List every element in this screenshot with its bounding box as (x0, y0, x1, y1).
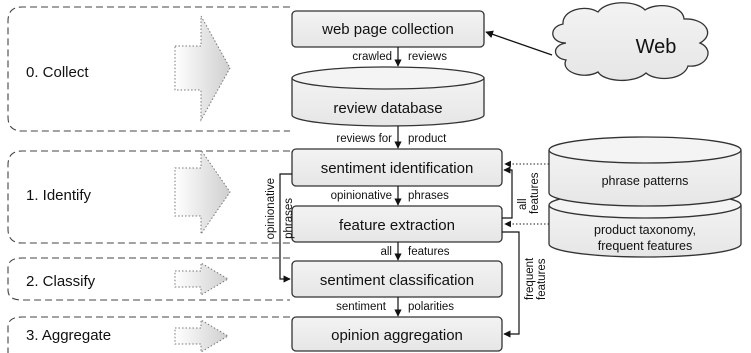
web-page-collection-box: web page collection (291, 10, 485, 48)
phrase-patterns-label: phrase patterns (602, 174, 689, 188)
opinion-aggregation-box: opinion aggregation (291, 316, 503, 352)
web-label: Web (636, 36, 677, 58)
stage-arrow-collect-icon (174, 14, 231, 122)
stage-arrow-aggregate-icon (174, 319, 229, 353)
frequent-features-arrow (502, 231, 520, 338)
web-page-collection-label: web page collection (321, 21, 454, 38)
feature-extraction-box: feature extraction (291, 205, 503, 243)
stage-label-identify: 1. Identify (26, 187, 92, 204)
phrase-patterns-cylinder: phrase patterns (548, 136, 742, 207)
flow-label-reviews-for: reviews for (336, 133, 392, 145)
side-label-frequent-features: features (536, 258, 548, 300)
flow-label-reviews: reviews (408, 51, 447, 63)
flow-label-product: product (408, 133, 447, 145)
stage-label-collect: 0. Collect (26, 64, 89, 81)
review-database-label: review database (333, 100, 442, 117)
side-label-frequent: frequent (524, 257, 536, 300)
stage-label-aggregate: 3. Aggregate (26, 327, 111, 344)
stage-aggregate-frame (7, 316, 290, 353)
side-label-phrases: phrases (283, 198, 295, 239)
opinionative-bypass-arrow (279, 173, 292, 283)
flow-label-crawled: crawled (352, 51, 392, 63)
web-cloud: Web (552, 2, 709, 82)
taxonomy-label-line2: frequent features (598, 239, 693, 253)
sentiment-classification-box: sentiment classification (291, 260, 503, 298)
opinion-aggregation-label: opinion aggregation (331, 327, 463, 344)
stage-arrow-classify-icon (174, 262, 229, 296)
stage-arrow-identify-icon (174, 148, 231, 236)
sentiment-identification-label: sentiment identification (321, 160, 474, 177)
stage-identify-frame (7, 150, 290, 244)
flow-label-phrases: phrases (408, 190, 449, 202)
feature-extraction-label: feature extraction (339, 217, 455, 234)
side-label-opinionative: opinionative (265, 178, 277, 239)
stage-classify-frame (7, 257, 290, 301)
flow-label-all: all (380, 246, 392, 258)
review-database-cylinder: review database (291, 66, 485, 127)
stage-label-classify: 2. Classify (26, 273, 96, 290)
sentiment-identification-box: sentiment identification (291, 148, 503, 187)
flow-label-features: features (408, 246, 450, 258)
all-features-feedback-arrow (502, 166, 513, 219)
flow-label-opinionative: opinionative (331, 190, 392, 202)
taxonomy-label-line1: product taxonomy, (594, 223, 696, 237)
sentiment-classification-label: sentiment classification (320, 272, 474, 289)
flow-label-sentiment: sentiment (336, 301, 387, 313)
web-to-collection-arrow (485, 30, 553, 56)
side-label-all: all (517, 198, 529, 210)
flow-label-polarities: polarities (408, 301, 454, 313)
side-label-features: features (529, 172, 541, 214)
